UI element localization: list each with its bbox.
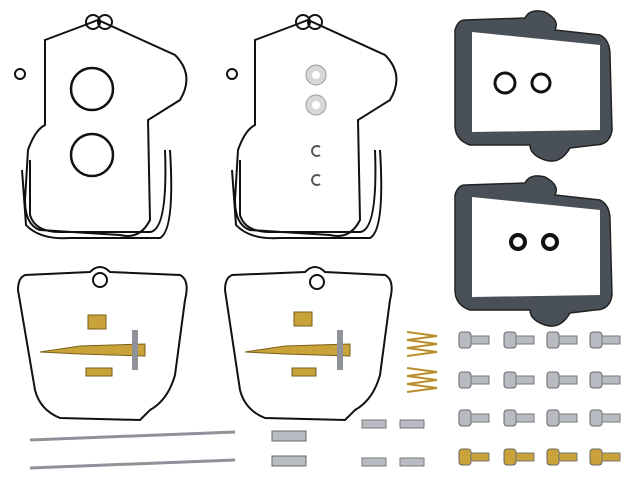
float-bowl-gasket-middle	[226, 14, 398, 240]
bowl-gasket-middle	[223, 266, 393, 422]
brass-screw	[503, 448, 535, 466]
brass-jet	[85, 311, 317, 377]
bowl-gasket-left	[16, 266, 188, 422]
jet-needle	[29, 430, 236, 470]
pan-head-screw	[546, 409, 578, 427]
pan-head-screw	[458, 409, 490, 427]
pilot-screw	[39, 330, 351, 370]
pan-head-screw	[589, 331, 621, 349]
brass-screw	[546, 448, 578, 466]
pan-head-screw	[546, 371, 578, 389]
pan-head-screw	[503, 371, 535, 389]
float-bowl-gasket-left	[14, 14, 188, 240]
dark-gasket-bottom	[454, 175, 613, 327]
pan-head-screw	[503, 409, 535, 427]
e-clip	[311, 145, 321, 186]
dark-gasket-top	[454, 10, 613, 162]
pan-head-screw	[458, 331, 490, 349]
pan-head-screw	[589, 409, 621, 427]
pan-head-screw	[503, 331, 535, 349]
spring	[406, 331, 438, 393]
screw-grid	[458, 331, 621, 466]
washer	[305, 64, 327, 116]
small-screw	[361, 419, 425, 467]
pan-head-screw	[458, 371, 490, 389]
float-valve	[271, 430, 307, 467]
pan-head-screw	[546, 331, 578, 349]
brass-screw	[458, 448, 490, 466]
pan-head-screw	[589, 371, 621, 389]
brass-screw	[589, 448, 621, 466]
